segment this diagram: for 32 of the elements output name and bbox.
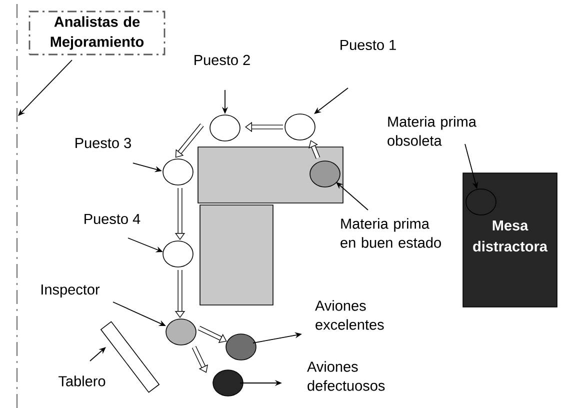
team-box: Analistas de Mejoramiento bbox=[28, 10, 166, 56]
label: Materia prima obsoleta bbox=[388, 116, 476, 146]
arrow bbox=[314, 88, 348, 114]
arrow bbox=[18, 60, 72, 116]
label: Tablero bbox=[58, 376, 106, 386]
arrow bbox=[90, 347, 106, 362]
circle-marker bbox=[466, 188, 496, 216]
circle-marker bbox=[210, 114, 240, 142]
circle-marker bbox=[162, 158, 194, 186]
label: Aviones defectuosos bbox=[307, 361, 385, 391]
circle-marker bbox=[212, 370, 244, 396]
circle-marker bbox=[162, 240, 194, 268]
arrow bbox=[336, 182, 368, 210]
label: Puesto 1 bbox=[340, 40, 396, 50]
label: Inspector bbox=[42, 284, 100, 298]
label: Puesto 3 bbox=[76, 138, 131, 148]
label: Puesto 2 bbox=[194, 54, 250, 66]
distraction-table: Mesa distractora bbox=[462, 172, 558, 308]
block-arrow bbox=[198, 326, 227, 343]
block-arrow bbox=[192, 346, 208, 373]
label: Aviones excelentes bbox=[315, 300, 384, 330]
label: Materia prima en buen estado bbox=[340, 218, 441, 248]
circle-marker bbox=[310, 160, 340, 188]
block-arrow bbox=[175, 124, 204, 158]
circle-marker bbox=[284, 114, 316, 140]
table-top bbox=[198, 146, 344, 204]
dash-dot-line bbox=[16, 4, 18, 408]
label: Puesto 4 bbox=[84, 214, 140, 224]
block-arrow bbox=[308, 140, 320, 159]
circle-marker bbox=[226, 334, 256, 360]
circle-marker bbox=[166, 318, 196, 346]
table-top bbox=[200, 204, 274, 306]
